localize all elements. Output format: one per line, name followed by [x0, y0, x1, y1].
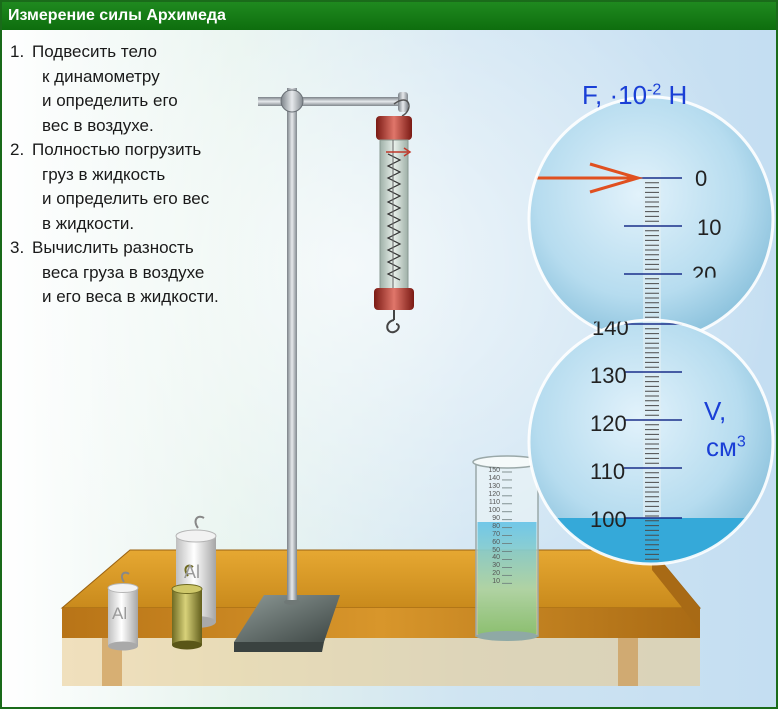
cylinder-mark-label: 150	[488, 467, 500, 474]
volume-tick-130: 130	[590, 363, 627, 388]
force-tick-0: 0	[695, 166, 708, 191]
instructions-list: 1. Подвесить тело к динамометру и опреде…	[10, 40, 270, 310]
cylinder-mark-label: 60	[492, 538, 500, 546]
stand-rod	[287, 88, 297, 600]
volume-unit-cm: см3	[706, 432, 746, 462]
cylinder-mark-label: 20	[492, 570, 500, 578]
measuring-cylinder	[472, 455, 542, 641]
scene-drawing	[2, 30, 776, 707]
volume-tick-140: 140	[592, 315, 629, 341]
cylinder-water	[477, 522, 537, 634]
cylinder-mark-label: 130	[488, 482, 500, 490]
volume-tick-110: 110	[590, 459, 626, 484]
volume-tick-100: 100	[590, 507, 627, 532]
arm-end-cap	[398, 92, 408, 112]
cylinder-mark-label: 140	[488, 474, 500, 482]
weight-large-label: Al	[184, 562, 201, 582]
hanging-wire	[393, 99, 410, 117]
force-magnifier	[527, 95, 775, 343]
cylinder-mark-label: 110	[488, 498, 500, 506]
table	[60, 549, 702, 686]
weight-small	[107, 571, 139, 651]
weight-brass	[171, 564, 203, 650]
instruction-step-2: 2. Полностью погрузить груз в жидкость и…	[10, 140, 210, 233]
cylinder-mark-label: 70	[492, 530, 500, 538]
force-tick-10: 10	[697, 215, 722, 240]
stand-base	[234, 595, 340, 652]
instruction-step-1: 1. Подвесить тело к динамометру и опреде…	[10, 42, 178, 135]
stand-arm	[258, 97, 406, 106]
weight-small-label: Al	[112, 604, 128, 623]
volume-unit-v: V,	[704, 396, 727, 426]
force-tick-20: 20	[692, 262, 717, 287]
cylinder-mark-label: 100	[488, 506, 500, 514]
dynamometer	[374, 116, 414, 334]
pointer-arrow	[530, 162, 644, 194]
cylinder-mark-label: 30	[492, 562, 500, 570]
cylinder-mark-label: 90	[492, 514, 500, 522]
lab-scene: 1. Подвесить тело к динамометру и опреде…	[2, 30, 776, 707]
cylinder-mark-label: 10	[492, 578, 500, 586]
cylinder-mark-label: 80	[492, 522, 500, 530]
stand-clamp	[280, 89, 304, 113]
cylinder-mark-label: 40	[492, 554, 500, 562]
volume-tick-120: 120	[590, 411, 627, 436]
window-title: Измерение силы Архимеда	[8, 7, 226, 24]
instruction-step-3: 3. Вычислить разность веса груза в возду…	[10, 238, 219, 306]
title-bar: Измерение силы Архимеда	[2, 2, 776, 30]
cylinder-mark-label: 120	[488, 490, 500, 498]
cylinder-mark-label: 50	[492, 546, 500, 554]
force-unit-label: F, ·10-2 Н	[582, 80, 688, 110]
